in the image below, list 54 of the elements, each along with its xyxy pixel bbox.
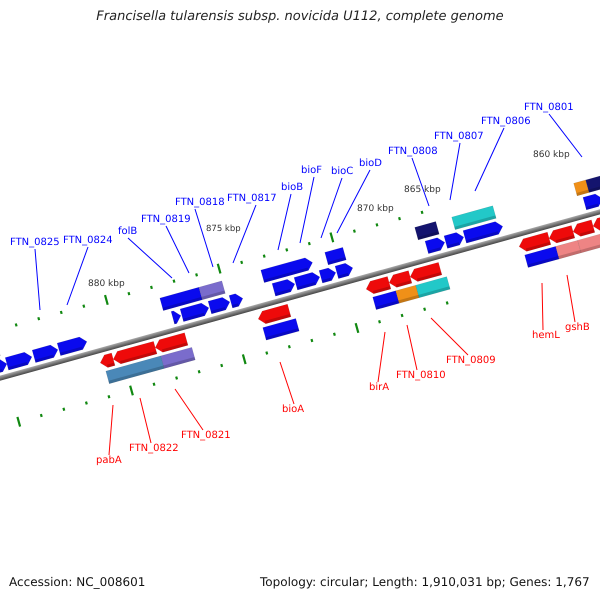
leader-line [542,282,544,330]
leader-line [320,178,342,238]
scale-label: 870 kbp [357,204,394,214]
leader-line [300,176,314,244]
gene-label: FTN_0807 [434,131,484,143]
gene-label: FTN_0808 [388,146,438,158]
leader-line [336,170,370,234]
gene-label: gshB [565,322,590,334]
leader-line [430,318,468,356]
leader-line [412,158,430,206]
leader-line [474,128,504,192]
leader-line [450,142,460,200]
gene-label: bioC [331,166,354,178]
gene-label: FTN_0824 [63,235,113,247]
gene-label: bioD [359,158,382,170]
leader-line [406,324,418,370]
gene-label: bioB [281,182,304,194]
gene-label: hemL [532,330,560,342]
scale-label: 865 kbp [404,185,441,195]
gene-label: FTN_0817 [227,193,277,205]
leader-line [378,332,386,382]
leader-line [166,226,190,274]
scale-label: 860 kbp [533,150,570,160]
gene-label: FTN_0806 [481,116,531,128]
gene-label: bioA [282,404,304,416]
gene-label: folB [118,226,138,238]
gene-label: FTN_0822 [129,443,179,455]
gene-label: FTN_0801 [524,102,574,114]
gene-label: birA [369,382,390,394]
leader-line [128,238,172,278]
leader-line [194,208,214,268]
title: Francisella tularensis subsp. novicida U112, complete genome [95,9,505,24]
leader-line [280,362,294,404]
leader-line [278,194,292,250]
gene-label: FTN_0819 [141,214,191,226]
gene-label: FTN_0818 [175,197,225,209]
leader-line [108,404,114,456]
leader-line [174,388,204,430]
gene-label: pabA [96,455,122,467]
gene-label: FTN_0810 [396,370,446,382]
gene-label: FTN_0825 [10,237,60,249]
leader-line [34,248,40,310]
scale-label: 875 kbp [206,224,241,234]
scale-label: 880 kbp [88,279,125,289]
leader-line [232,204,256,264]
footer-text: Topology: circular; Length: 1,910,031 bp; Genes: 1,767 [260,575,590,589]
gene-label: bioF [301,165,322,177]
leader-line [66,246,88,306]
gene-label: FTN_0809 [446,355,496,367]
leader-line [140,398,152,444]
leader-line [548,114,582,158]
footer-text: Accession: NC_008601 [9,575,146,589]
leader-line [566,274,576,322]
gene-label: FTN_0821 [181,430,231,442]
